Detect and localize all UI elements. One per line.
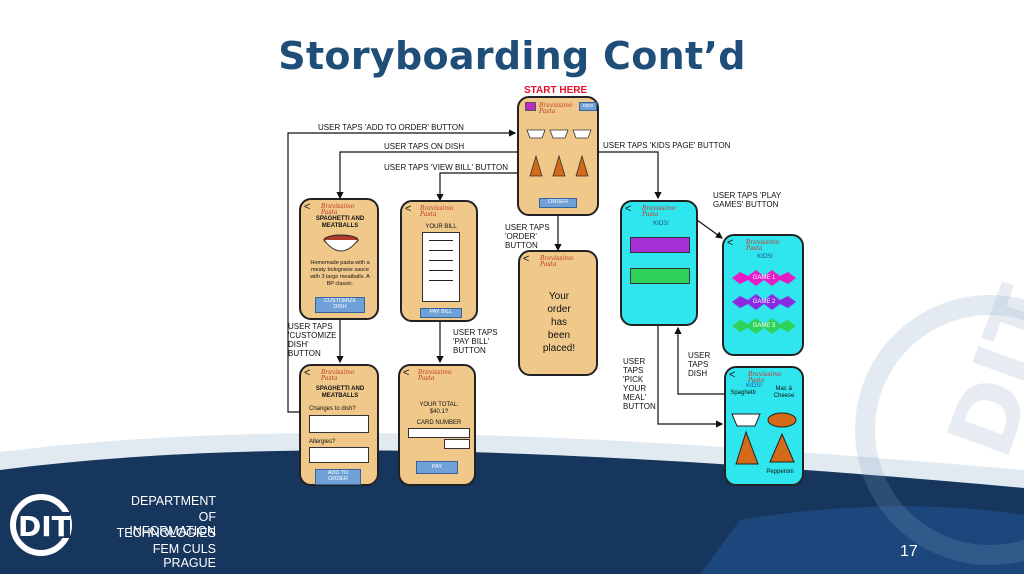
app-logo: Bravissimo Pasta xyxy=(321,370,371,382)
label-customize-dish: USER TAPS 'CUSTOMIZE DISH' BUTTON xyxy=(288,322,337,358)
bowl-icon xyxy=(732,414,760,426)
app-logo: Bravissimo Pasta xyxy=(321,204,371,216)
label-kids-page: USER TAPS 'KIDS PAGE' BUTTON xyxy=(603,141,730,150)
bill-screen[interactable]: < Bravissimo Pasta YOUR BILL PAY BILL xyxy=(400,200,478,322)
arrow-play-games xyxy=(697,220,722,238)
pizza-slice-icon-2 xyxy=(770,434,794,462)
games-screen[interactable]: < Bravissimo Pasta KIDS! GAME 1 GAME 2 G… xyxy=(722,234,804,356)
meal-item-mac-cheese[interactable]: Mac & Cheese xyxy=(766,386,802,400)
label-add-to-order: USER TAPS 'ADD TO ORDER' BUTTON xyxy=(318,123,464,132)
customize-title: SPAGHETTI AND MEATBALLS xyxy=(305,386,375,400)
pay-screen[interactable]: < Bravissimo Pasta YOUR TOTAL: $40.1? CA… xyxy=(398,364,476,486)
home-screen[interactable]: Bravissimo Pasta KIDS ORDER xyxy=(517,96,599,216)
label-view-bill: USER TAPS 'VIEW BILL' BUTTON xyxy=(384,163,508,172)
card-number-label: CARD NUMBER xyxy=(404,420,474,427)
mac-cheese-icon xyxy=(768,413,796,427)
pizza-slice-icon xyxy=(736,432,758,464)
kids-screen[interactable]: < Bravissimo Pasta KIDS! xyxy=(620,200,698,326)
bill-title: YOUR BILL xyxy=(406,224,476,231)
back-icon[interactable]: < xyxy=(405,204,411,215)
game-3-button[interactable]: GAME 3 xyxy=(746,323,782,330)
back-icon[interactable]: < xyxy=(729,370,735,381)
back-icon[interactable]: < xyxy=(304,202,310,213)
app-logo: Bravissimo Pasta xyxy=(540,256,590,268)
customize-screen[interactable]: < Bravissimo Pasta SPAGHETTI AND MEATBAL… xyxy=(299,364,379,486)
back-icon[interactable]: < xyxy=(403,368,409,379)
customize-dish-button[interactable]: CUSTOMIZE DISH xyxy=(315,297,365,313)
app-logo: Bravissimo Pasta xyxy=(539,103,575,115)
arrow-taps-dish xyxy=(340,152,517,198)
changes-label: Changes to dish? xyxy=(305,406,369,413)
pay-total: YOUR TOTAL: $40.1? xyxy=(404,402,474,416)
bowl-row xyxy=(527,130,591,138)
pasta-bowl-icon xyxy=(321,232,361,256)
card-number-input[interactable] xyxy=(408,428,470,438)
arrow-kids-page xyxy=(598,152,658,198)
games-heading: KIDS! xyxy=(730,254,800,261)
kids-page-button[interactable]: KIDS xyxy=(579,102,597,111)
add-to-order-button[interactable]: ADD TO ORDER xyxy=(315,469,361,485)
pick-meal-button[interactable] xyxy=(630,268,690,284)
play-games-button[interactable] xyxy=(630,237,690,253)
cone-row xyxy=(530,156,588,176)
card-cvv-input[interactable] xyxy=(444,439,470,449)
arrow-view-bill xyxy=(440,173,517,200)
meal-screen[interactable]: < Bravissimo Pasta KIDS! Spaghetti Mac &… xyxy=(724,366,804,486)
back-icon[interactable]: < xyxy=(304,368,310,379)
back-icon[interactable]: < xyxy=(727,238,733,249)
meal-item-spaghetti[interactable]: Spaghetti xyxy=(728,390,758,397)
label-play-games: USER TAPS 'PLAY GAMES' BUTTON xyxy=(713,191,781,209)
label-pay-bill: USER TAPS 'PAY BILL' BUTTON xyxy=(453,328,498,355)
game-2-button[interactable]: GAME 2 xyxy=(746,299,782,306)
pay-bill-button[interactable]: PAY BILL xyxy=(420,308,462,318)
meal-item-pepperoni[interactable]: Pepperoni xyxy=(760,469,800,476)
app-logo: Bravissimo Pasta xyxy=(418,370,468,382)
app-logo: Bravissimo Pasta xyxy=(642,206,692,218)
menu-icon[interactable] xyxy=(525,102,536,111)
dish-title: SPAGHETTI AND MEATBALLS xyxy=(305,216,375,230)
start-here-label: START HERE xyxy=(524,86,587,95)
dish-images xyxy=(525,126,595,186)
app-logo: Bravissimo Pasta xyxy=(420,206,470,218)
dish-description: Homemade pasta with a meaty bolognese sa… xyxy=(303,260,377,288)
label-taps-dish: USER TAPS ON DISH xyxy=(384,142,464,151)
order-placed-message: Your order has been placed! xyxy=(524,290,594,355)
label-order-button: USER TAPS 'ORDER' BUTTON xyxy=(505,223,550,250)
back-icon[interactable]: < xyxy=(625,204,631,215)
allergies-input[interactable] xyxy=(309,447,369,463)
dish-screen[interactable]: < Bravissimo Pasta SPAGHETTI AND MEATBAL… xyxy=(299,198,379,320)
label-pick-meal: USER TAPS 'PICK YOUR MEAL' BUTTON xyxy=(623,357,656,411)
game-1-button[interactable]: GAME 1 xyxy=(746,275,782,282)
order-placed-screen: < Bravissimo Pasta Your order has been p… xyxy=(518,250,598,376)
label-user-taps-dish: USER TAPS DISH xyxy=(688,351,710,378)
changes-input[interactable] xyxy=(309,415,369,433)
kids-heading: KIDS! xyxy=(626,221,696,228)
pay-button[interactable]: PAY xyxy=(416,461,458,474)
meal-heading: KIDS! xyxy=(746,383,762,390)
order-button[interactable]: ORDER xyxy=(539,198,577,208)
back-icon[interactable]: < xyxy=(523,254,529,265)
allergies-label: Allergies? xyxy=(305,439,369,446)
meal-images xyxy=(730,410,800,466)
app-logo: Bravissimo Pasta xyxy=(746,240,796,252)
bill-receipt xyxy=(422,232,460,302)
